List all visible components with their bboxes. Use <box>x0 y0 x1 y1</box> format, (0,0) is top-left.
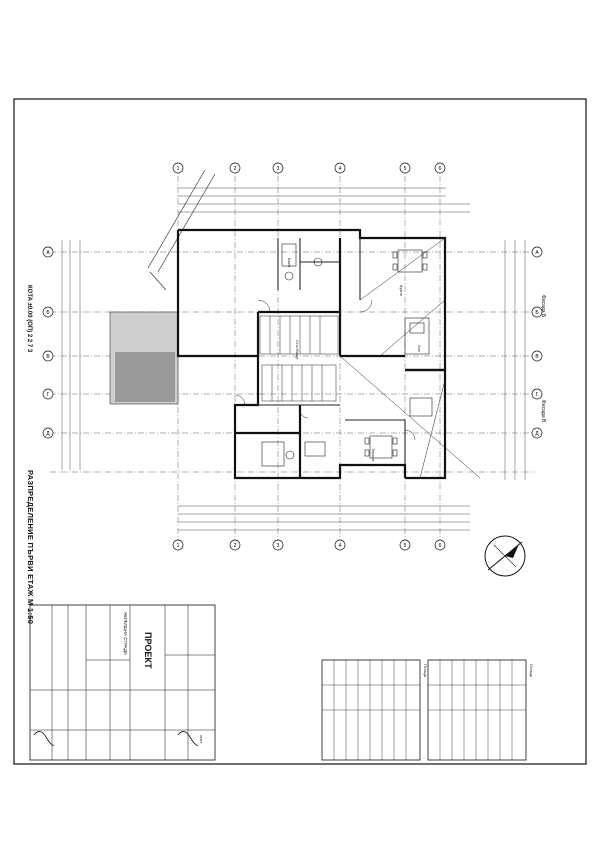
axis-bubble-col-top: 2 <box>229 162 241 174</box>
axis-bubble-col-bottom: 6 <box>434 539 446 551</box>
axis-bubble-row-left: Б <box>42 306 54 318</box>
external-ramp <box>147 169 216 291</box>
side-note-fasada-v: Фасада В <box>540 400 546 423</box>
axis-bubble-row-left-label: А <box>46 250 50 256</box>
axis-bubble-col-bottom: 5 <box>399 539 411 551</box>
axis-bubble-col-bottom: 4 <box>334 539 346 551</box>
axis-bubble-col-bottom-label: 5 <box>404 543 407 549</box>
axis-bubble-row-left: А <box>42 246 54 258</box>
terrace-hatch-dark <box>115 352 175 402</box>
building-walls <box>176 228 447 480</box>
axis-bubble-row-right-label: Д <box>535 431 539 437</box>
dimension-lines-right <box>504 240 526 480</box>
room-label: Хол <box>417 345 422 353</box>
axis-bubble-row-right: Г <box>531 388 543 400</box>
axis-bubble-row-right-label: А <box>535 250 539 256</box>
axis-bubble-col-bottom-label: 4 <box>339 543 342 549</box>
axis-bubble-col-top: 3 <box>272 162 284 174</box>
interior-walls <box>258 238 406 465</box>
axis-bubble-col-bottom: 3 <box>272 539 284 551</box>
room-label: Баня <box>287 258 292 267</box>
axis-bubble-row-left: Д <box>42 427 54 439</box>
axis-bubble-row-right: В <box>531 350 543 362</box>
area-table-1-header: Площи <box>423 664 428 677</box>
title-block-company: ПРОЕКТ <box>143 632 153 669</box>
area-table-1: Площи <box>321 659 428 761</box>
axis-bubble-row-right-label: Г <box>536 392 539 398</box>
axis-bubble-col-top: 1 <box>172 162 184 174</box>
title-block: ПРОЕКТ ЖИЛИЩНА СГРАДА лист <box>29 604 216 761</box>
axis-bubble-col-bottom: 2 <box>229 539 241 551</box>
dimension-lines-bottom <box>178 505 470 531</box>
void-diagonals <box>339 237 481 479</box>
axis-bubble-row-left: В <box>42 350 54 362</box>
axis-bubble-col-bottom-label: 3 <box>277 543 280 549</box>
axis-bubble-row-left-label: Б <box>46 310 50 316</box>
axis-bubble-row-right-label: В <box>535 354 539 360</box>
floor-plan <box>50 165 535 540</box>
title-block-sheet-label: лист <box>199 735 204 744</box>
drawing-title: РАЗПРЕДЕЛЕНИЕ ПЪРВИ ЕТАЖ М 1:50 <box>26 470 35 624</box>
axis-bubble-row-left-label: Д <box>46 431 50 437</box>
axis-bubble-col-top-label: 4 <box>339 166 342 172</box>
axis-bubble-row-right: Б <box>531 306 543 318</box>
axis-bubble-row-right-label: Б <box>535 310 539 316</box>
axis-bubble-row-left: Г <box>42 388 54 400</box>
axis-bubble-row-right: Д <box>531 427 543 439</box>
axis-bubble-col-top: 6 <box>434 162 446 174</box>
axis-bubble-row-left-label: Г <box>47 392 50 398</box>
room-label: Тераса <box>371 448 376 462</box>
axis-bubble-col-top-label: 2 <box>234 166 237 172</box>
furniture <box>261 243 433 467</box>
title-block-object: ЖИЛИЩНА СГРАДА <box>123 612 128 655</box>
room-label: Стълбище <box>295 340 300 360</box>
staircase <box>259 315 339 402</box>
axis-bubble-col-bottom-label: 2 <box>234 543 237 549</box>
side-note-fasada-b: Фасада Б <box>540 295 546 318</box>
axis-bubble-col-top-label: 6 <box>439 166 442 172</box>
room-label: Кухня <box>399 285 404 296</box>
axis-bubble-col-top: 5 <box>399 162 411 174</box>
axis-bubble-col-bottom: 1 <box>172 539 184 551</box>
dimension-lines-left <box>61 240 81 470</box>
axis-bubble-row-right: А <box>531 246 543 258</box>
axis-bubble-col-top: 4 <box>334 162 346 174</box>
dimension-lines-top <box>178 187 470 213</box>
sheet-frame <box>13 98 587 765</box>
area-table-2-header: Площи <box>529 664 534 677</box>
signature-marks <box>33 731 199 746</box>
axis-bubble-col-top-label: 5 <box>404 166 407 172</box>
level-mark: КОТА ±0.00 (ОП) 2 2 7 3 <box>26 285 32 353</box>
area-table-2: Площи <box>427 659 534 761</box>
north-arrow-icon <box>484 535 526 577</box>
axis-bubble-col-bottom-label: 1 <box>177 543 180 549</box>
axis-bubble-col-bottom-label: 6 <box>439 543 442 549</box>
axis-bubble-row-left-label: В <box>46 354 50 360</box>
door-swings <box>234 299 416 441</box>
axis-bubble-col-top-label: 3 <box>277 166 280 172</box>
axis-bubble-col-top-label: 1 <box>177 166 180 172</box>
